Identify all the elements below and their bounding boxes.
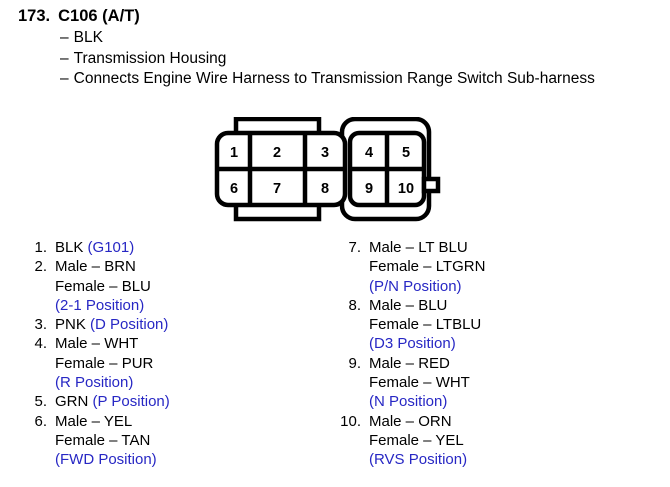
pin-list-item: 1. BLK (G101) bbox=[16, 238, 316, 257]
pin-item-index: 4. bbox=[34, 335, 47, 353]
pin-item-index: 6. bbox=[34, 412, 47, 430]
connector-header: 173.C106 (A/T) –BLK –Transmission Housin… bbox=[18, 6, 658, 90]
pin-number-2: 2 bbox=[273, 145, 281, 161]
connector-name: C106 (A/T) bbox=[58, 7, 140, 25]
pin-position-note: (2-1 Position) bbox=[55, 296, 145, 314]
pin-number-7: 7 bbox=[273, 181, 281, 197]
pin-item-line: PNK (D Position) bbox=[55, 315, 316, 334]
pin-item-line: Female – TAN bbox=[55, 431, 151, 449]
pin-position-note: (R Position) bbox=[55, 374, 134, 392]
pin-item-line: Male – YEL bbox=[55, 412, 133, 430]
pin-item-index: 1. bbox=[34, 239, 47, 256]
pin-item-line: Male – RED bbox=[369, 354, 450, 372]
pin-number-3: 3 bbox=[321, 145, 329, 161]
pin-list-item: 5. GRN (P Position) bbox=[16, 392, 316, 411]
bullet-dash-icon: – bbox=[60, 49, 69, 67]
pin-wire-color: BLK bbox=[55, 239, 88, 256]
pin-number-8: 8 bbox=[321, 181, 329, 197]
bullet-dash-icon: – bbox=[60, 29, 69, 46]
pin-item-line: BLK (G101) bbox=[55, 238, 316, 257]
pin-list-item: 3. PNK (D Position) bbox=[16, 315, 316, 334]
connector-attribute-list: –BLK –Transmission Housing –Connects Eng… bbox=[18, 28, 658, 90]
pin-item-index: 8. bbox=[348, 296, 361, 314]
connector-latch-nub-icon bbox=[421, 176, 441, 194]
pin-item-index: 9. bbox=[348, 354, 361, 372]
bullet-dash-icon: – bbox=[60, 70, 69, 87]
pin-list-left-column: 1. BLK (G101) 2. Male – BRN Female – BLU… bbox=[16, 238, 316, 470]
connector-attribute: –Connects Engine Wire Harness to Transmi… bbox=[60, 69, 658, 90]
pin-position-note: (D3 Position) bbox=[369, 335, 456, 353]
pin-item-line: Male – LT BLU bbox=[369, 239, 468, 256]
pin-list-item: 4. Male – WHT Female – PUR (R Position) bbox=[16, 334, 316, 392]
pin-item-line: Female – LTBLU bbox=[369, 316, 482, 334]
pin-item-index: 2. bbox=[34, 258, 47, 276]
pin-position-note: (P/N Position) bbox=[369, 277, 462, 295]
connector-svg: 1 2 3 4 5 6 7 8 9 10 bbox=[214, 117, 441, 222]
pin-item-line: GRN (P Position) bbox=[55, 392, 316, 411]
connector-attribute: –BLK bbox=[60, 28, 658, 49]
pin-item-line: Female – YEL bbox=[369, 431, 464, 449]
pin-item-line: Male – WHT bbox=[55, 335, 139, 353]
pin-item-line: Male – BRN bbox=[55, 258, 136, 276]
pin-number-10: 10 bbox=[398, 181, 414, 197]
pin-wire-color: PNK bbox=[55, 316, 91, 334]
pin-position-note: (D Position) bbox=[90, 316, 169, 334]
pin-number-9: 9 bbox=[365, 181, 373, 197]
pin-position-note: (N Position) bbox=[369, 393, 448, 411]
pin-list-item: 7. Male – LT BLU Female – LTGRN (P/N Pos… bbox=[330, 238, 660, 296]
pin-item-line: Female – WHT bbox=[369, 374, 470, 392]
pin-list-item: 2. Male – BRN Female – BLU (2-1 Position… bbox=[16, 257, 316, 315]
pin-item-line: Female – LTGRN bbox=[369, 258, 486, 276]
pin-list-item: 9. Male – RED Female – WHT (N Position) bbox=[330, 354, 660, 412]
connector-attribute-text: Transmission Housing bbox=[73, 49, 227, 67]
pin-item-line: Female – PUR bbox=[55, 354, 154, 372]
pin-item-index: 10. bbox=[340, 412, 361, 430]
connector-attribute-text: BLK bbox=[73, 29, 103, 46]
pin-item-index: 7. bbox=[348, 239, 361, 256]
pin-number-6: 6 bbox=[230, 181, 238, 197]
pin-item-line: Female – BLU bbox=[55, 277, 151, 295]
pin-list-item: 8. Male – BLU Female – LTBLU (D3 Positio… bbox=[330, 296, 660, 354]
connector-diagram: 1 2 3 4 5 6 7 8 9 10 bbox=[214, 117, 459, 222]
pin-item-line: Male – ORN bbox=[369, 412, 452, 430]
pin-list-item: 10. Male – ORN Female – YEL (RVS Positio… bbox=[330, 412, 660, 470]
pin-position-note: (RVS Position) bbox=[369, 451, 468, 469]
pin-list-right-column: 7. Male – LT BLU Female – LTGRN (P/N Pos… bbox=[330, 238, 660, 470]
pin-position-note: (P Position) bbox=[92, 393, 170, 411]
pin-item-index: 5. bbox=[34, 393, 47, 411]
pin-wire-color: GRN bbox=[55, 393, 93, 411]
pin-number-1: 1 bbox=[230, 145, 238, 161]
page-title: 173. C106 (A/T) bbox=[18, 6, 658, 27]
pin-position-note: (FWD Position) bbox=[55, 451, 157, 469]
pin-position-note: (G101) bbox=[87, 239, 135, 256]
connector-attribute: –Transmission Housing bbox=[60, 49, 658, 70]
connector-attribute-text: Connects Engine Wire Harness to Transmis… bbox=[73, 70, 595, 87]
pin-item-index: 3. bbox=[34, 316, 47, 334]
pin-number-4: 4 bbox=[365, 145, 373, 161]
pin-item-line: Male – BLU bbox=[369, 296, 448, 314]
pin-list-item: 6. Male – YEL Female – TAN (FWD Position… bbox=[16, 412, 316, 470]
pin-number-5: 5 bbox=[402, 145, 410, 161]
connector-number: 173. bbox=[18, 7, 51, 25]
